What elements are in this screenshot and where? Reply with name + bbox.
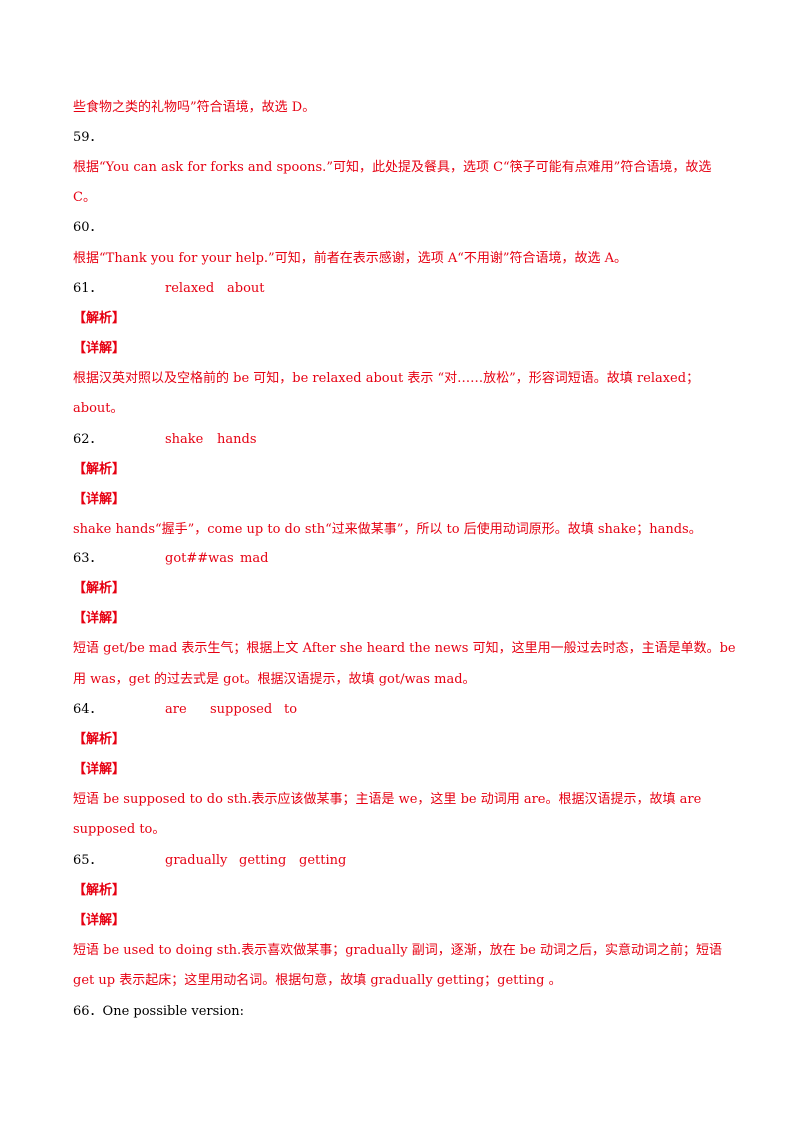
text-line: about。 xyxy=(73,401,124,416)
text-line: 根据汉英对照以及空格前的 be 可知，be relaxed about 表示 “… xyxy=(73,371,700,386)
answer-word: are xyxy=(165,702,187,717)
answer-word: relaxed xyxy=(165,281,215,296)
answer-word: gradually xyxy=(165,853,228,868)
text-line: 根据“Thank you for your help.”可知，前者在表示感谢，选… xyxy=(73,251,628,266)
analysis-header: 【解析】 xyxy=(73,732,126,747)
question-number: 59． xyxy=(73,130,103,145)
text-line: 用 was，get 的过去式是 got。根据汉语提示，故填 got/was ma… xyxy=(73,672,476,687)
text-line: 短语 be supposed to do sth.表示应该做某事；主语是 we，… xyxy=(73,792,702,807)
answer-word: getting xyxy=(299,853,347,868)
question-number: 65． xyxy=(73,853,103,868)
detail-header: 【详解】 xyxy=(73,913,126,928)
answer-word: getting xyxy=(239,853,287,868)
detail-header: 【详解】 xyxy=(73,762,126,777)
text-line: 66．One possible version: xyxy=(73,1004,245,1019)
question-number: 60． xyxy=(73,220,103,235)
analysis-header: 【解析】 xyxy=(73,581,126,596)
text-line: 些食物之类的礼物吗”符合语境，故选 D。 xyxy=(73,100,316,115)
answer-word: mad xyxy=(240,551,269,566)
answer-word: got##was xyxy=(165,551,234,566)
answer-word: hands xyxy=(217,432,257,447)
question-number: 63． xyxy=(73,551,103,566)
text-line: 短语 be used to doing sth.表示喜欢做某事；graduall… xyxy=(73,943,722,958)
question-number: 61． xyxy=(73,281,103,296)
answer-word: supposed xyxy=(210,702,273,717)
analysis-header: 【解析】 xyxy=(73,462,126,477)
question-number: 64． xyxy=(73,702,103,717)
text-line: C。 xyxy=(73,190,96,205)
text-line: 短语 get/be mad 表示生气；根据上文 After she heard … xyxy=(73,641,736,656)
detail-header: 【详解】 xyxy=(73,611,126,626)
text-line: get up 表示起床；这里用动名词。根据句意，故填 gradually get… xyxy=(73,973,562,988)
analysis-header: 【解析】 xyxy=(73,311,126,326)
answer-word: to xyxy=(284,702,298,717)
answer-word: shake xyxy=(165,432,204,447)
analysis-header: 【解析】 xyxy=(73,883,126,898)
text-line: supposed to。 xyxy=(73,822,166,837)
answer-word: about xyxy=(227,281,265,296)
detail-header: 【详解】 xyxy=(73,341,126,356)
detail-header: 【详解】 xyxy=(73,492,126,507)
question-number: 62． xyxy=(73,432,103,447)
text-line: 根据“You can ask for forks and spoons.”可知，… xyxy=(73,160,712,175)
text-line: shake hands“握手”，come up to do sth“过来做某事”… xyxy=(73,522,702,537)
